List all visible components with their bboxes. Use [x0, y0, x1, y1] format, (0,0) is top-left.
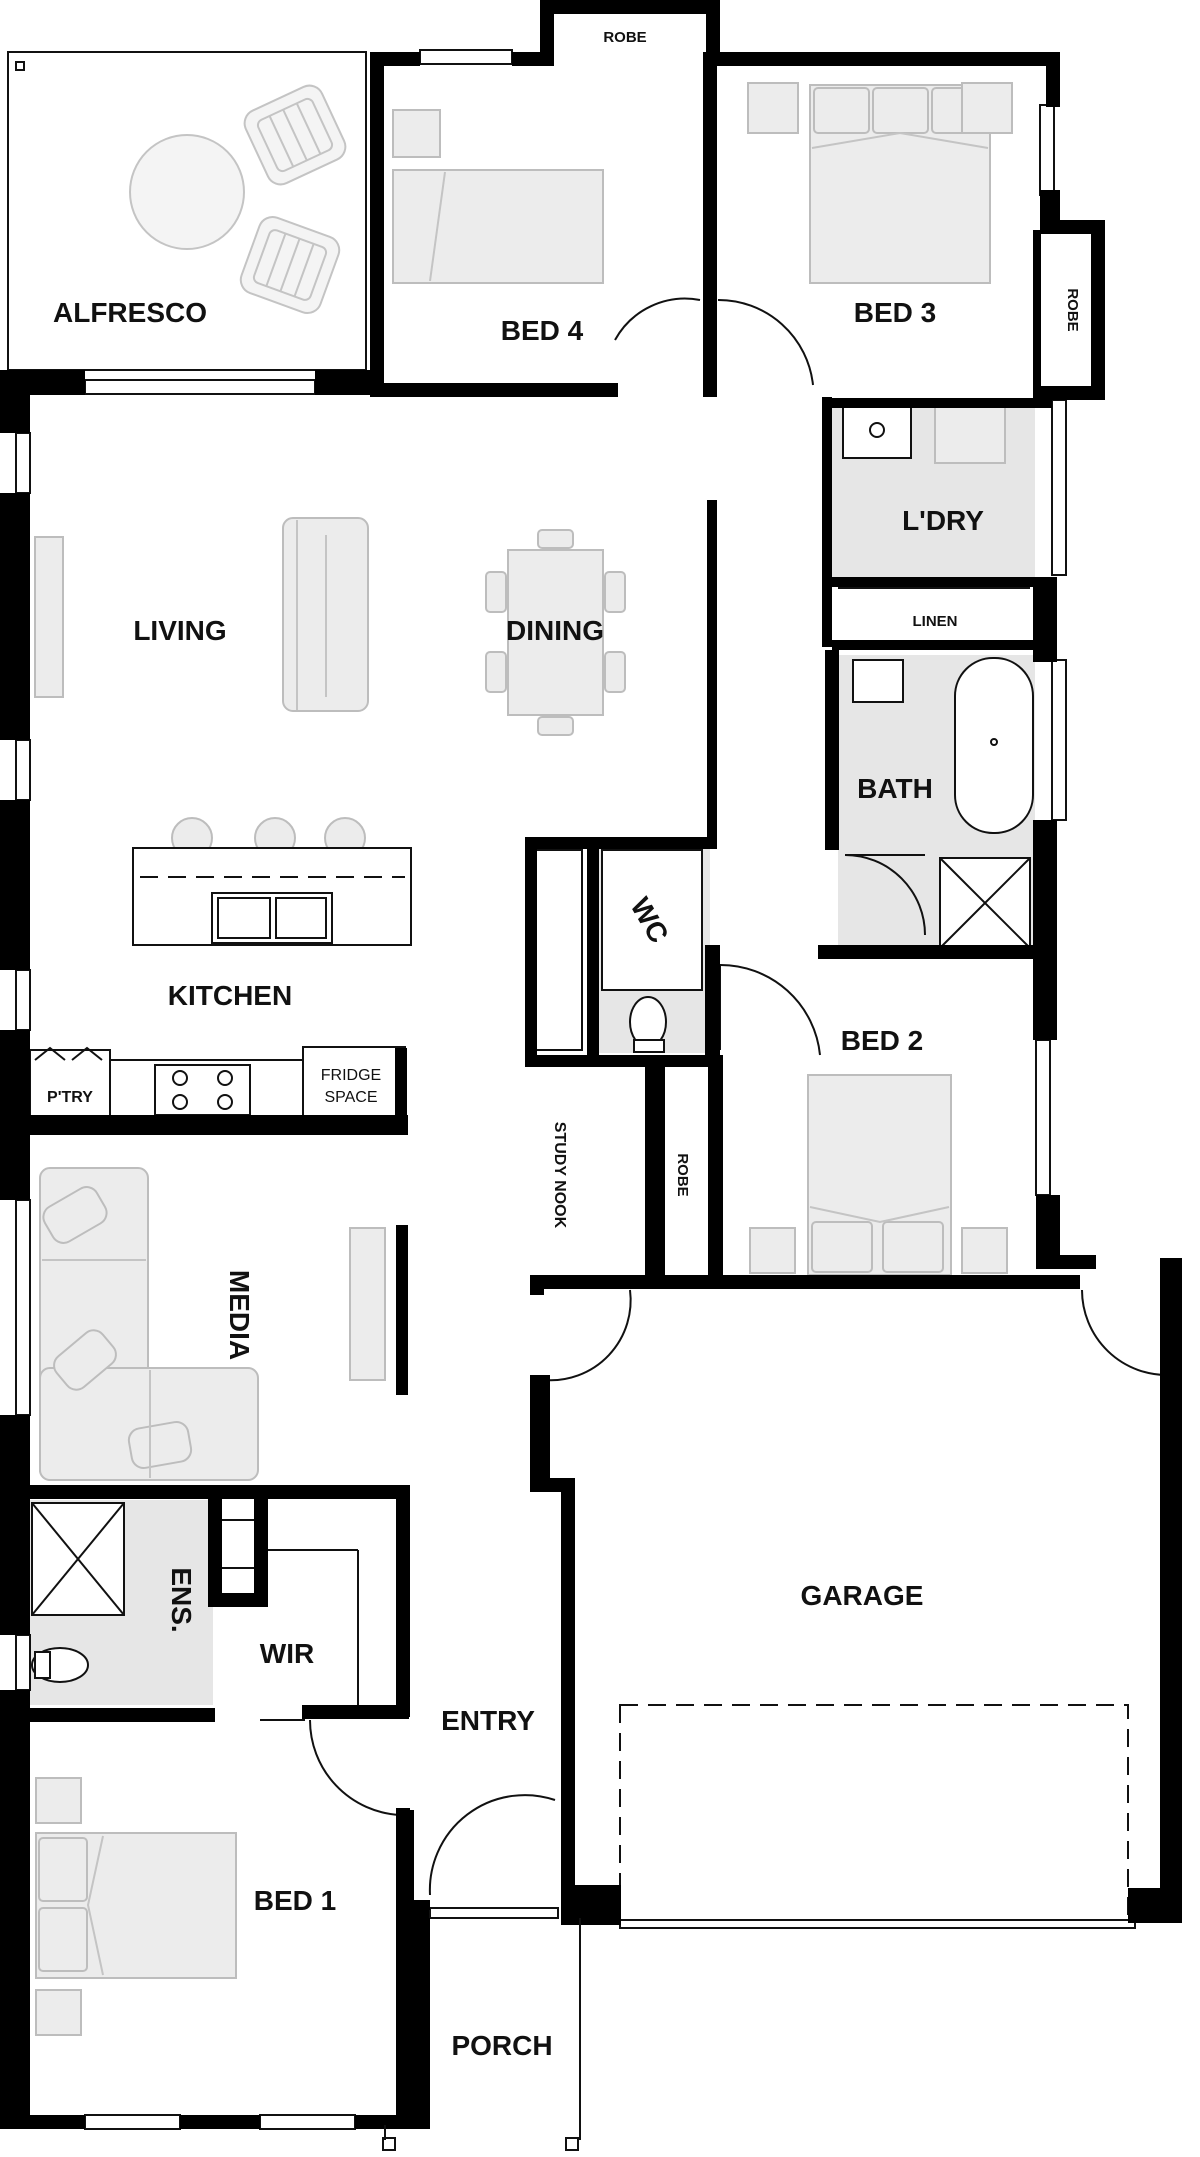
bath-vanity [852, 659, 904, 703]
label-bed-3: BED 3 [854, 297, 936, 328]
label-bed-1: BED 1 [254, 1885, 336, 1916]
label-study-nook: STUDY NOOK [551, 1122, 568, 1229]
label-fridge-line-2: SPACE [324, 1089, 377, 1106]
label-dining: DINING [506, 615, 604, 646]
cooktop [154, 1064, 251, 1116]
label-alfresco: ALFRESCO [53, 297, 207, 328]
walls [0, 0, 1182, 2129]
media-tv-unit [349, 1227, 386, 1381]
furniture [34, 82, 1013, 2036]
label-linen: LINEN [913, 613, 958, 630]
label-ensuite: ENS. [166, 1567, 197, 1632]
fixtures [29, 402, 1129, 1921]
tv-unit [34, 536, 64, 698]
label-pantry: P'TRY [47, 1089, 93, 1106]
dining-table [507, 549, 604, 716]
outdoor-table [129, 134, 245, 250]
label-media: MEDIA [224, 1270, 255, 1360]
label-kitchen: KITCHEN [168, 980, 292, 1011]
laundry-washer [934, 402, 1006, 464]
label-bed-2: BED 2 [841, 1025, 923, 1056]
alfresco-area [7, 51, 367, 371]
bed-4-bed [392, 169, 604, 284]
label-porch: PORCH [451, 2030, 552, 2061]
label-garage: GARAGE [801, 1580, 924, 1611]
label-fridge-line-1: FRIDGE [321, 1067, 381, 1084]
label-wir: WIR [260, 1638, 314, 1669]
porch-posts [382, 1910, 581, 2151]
pantry-outline [29, 1049, 111, 1123]
fridge-space [302, 1046, 406, 1123]
label-laundry: L'DRY [902, 505, 984, 536]
outdoor-chair-bottom [239, 215, 341, 315]
label-robe-bed-2: ROBE [674, 1153, 691, 1196]
bed-4-bedside [392, 109, 441, 158]
windows [15, 49, 1136, 2130]
garage-door-line [619, 1704, 1129, 1921]
label-living: LIVING [133, 615, 226, 646]
label-robe-bed-3: ROBE [1064, 288, 1081, 331]
label-bath: BATH [857, 773, 933, 804]
label-entry: ENTRY [441, 1705, 535, 1736]
label-robe-top: ROBE [603, 29, 646, 46]
laundry-tub [842, 402, 912, 459]
outdoor-chair-top [243, 84, 347, 186]
label-bed-4: BED 4 [501, 315, 584, 346]
